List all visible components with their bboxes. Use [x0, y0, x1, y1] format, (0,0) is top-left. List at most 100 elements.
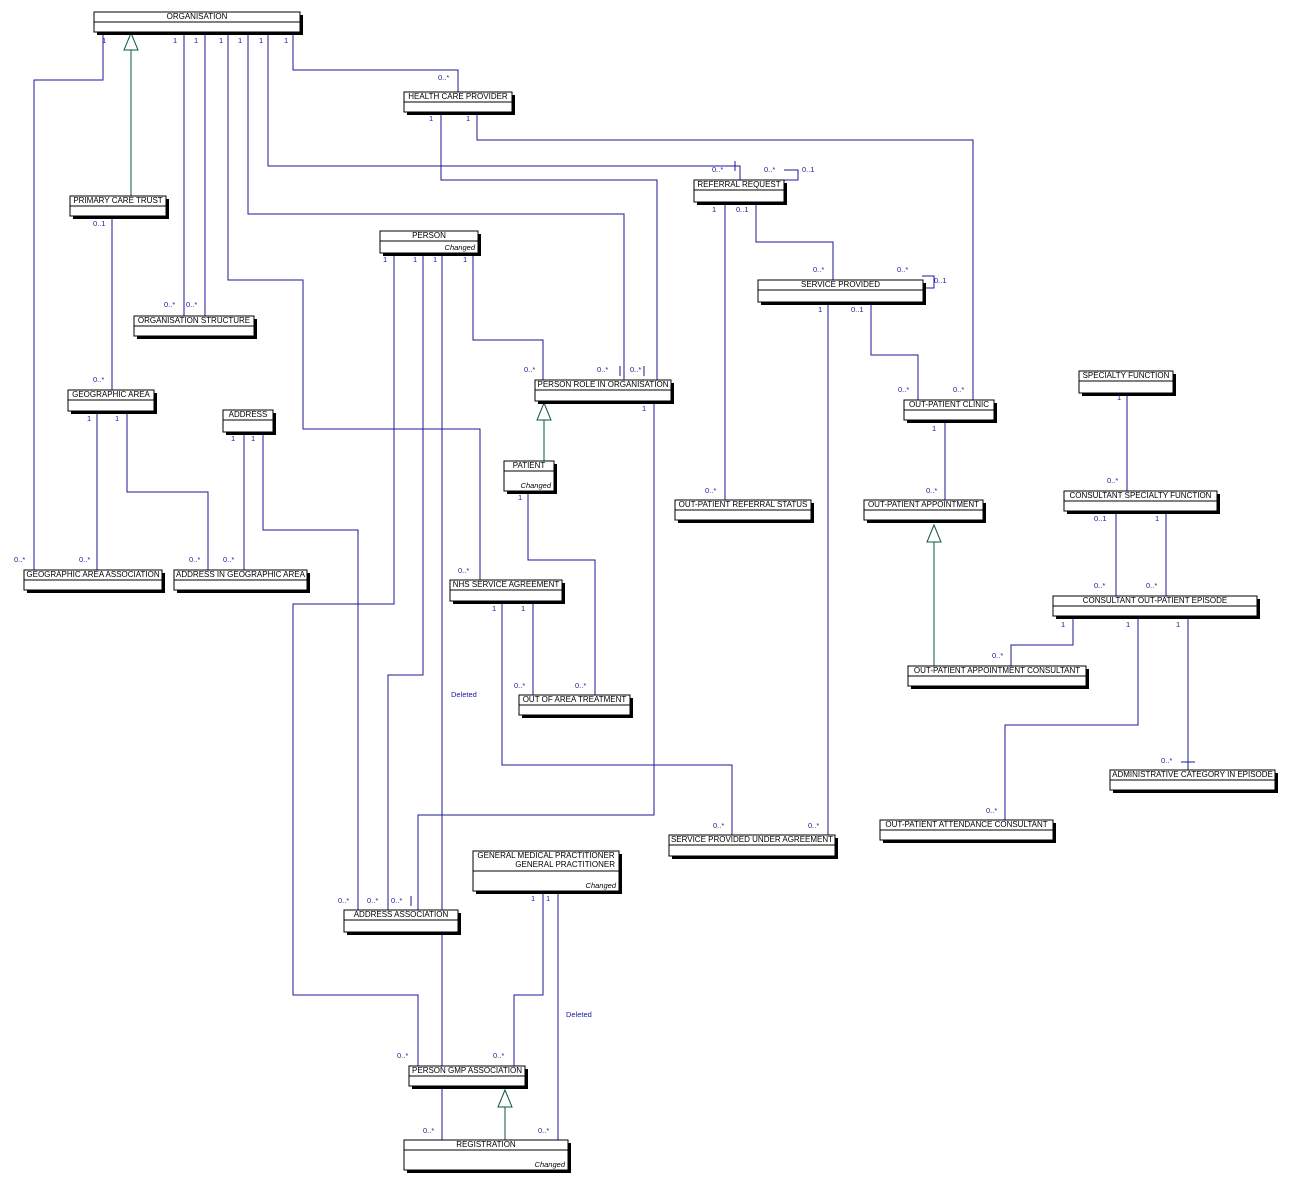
- multiplicity-label: 1: [1061, 620, 1065, 629]
- multiplicity-label: 0..*: [992, 651, 1003, 660]
- generalization-arrow: [926, 523, 942, 543]
- out-patient-attendance-consultant-box: OUT-PATIENT ATTENDANCE CONSULTANT: [879, 819, 1056, 843]
- multiplicity-label: 1: [219, 36, 223, 45]
- multiplicity-label: 1: [466, 114, 470, 123]
- deleted-note: Deleted: [566, 1010, 592, 1019]
- consultant-out-patient-episode-box: CONSULTANT OUT-PATIENT EPISODE: [1052, 595, 1260, 619]
- multiplicity-label: 0..*: [630, 365, 641, 374]
- entity-name: OUT-PATIENT ATTENDANCE CONSULTANT: [885, 820, 1047, 829]
- multiplicity-label: 1: [521, 604, 525, 613]
- multiplicity-label: 0..*: [538, 1126, 549, 1135]
- address-association-box: ADDRESS ASSOCIATION: [343, 909, 461, 935]
- entity-name: PERSON ROLE IN ORGANISATION: [538, 380, 669, 389]
- multiplicity-label: 1: [383, 255, 387, 264]
- box-frame: [379, 230, 479, 254]
- entity-name: SPECIALTY FUNCTION: [1083, 371, 1170, 380]
- deleted-note: Deleted: [451, 690, 477, 699]
- multiplicity-label: 0..*: [164, 300, 175, 309]
- relationship-line: [417, 402, 655, 910]
- multiplicity-label: 0..*: [367, 896, 378, 905]
- relationship-line: [476, 113, 974, 400]
- box-frame: [1078, 370, 1174, 394]
- geographic-area-association-box: GEOGRAPHIC AREA ASSOCIATION: [23, 569, 165, 593]
- multiplicity-label: 1: [413, 255, 417, 264]
- entity-note: Changed: [535, 1160, 566, 1169]
- multiplicity-label: 0..1: [93, 219, 106, 228]
- multiplicity-label: 0..1: [802, 165, 815, 174]
- multiplicity-label: 0..*: [597, 365, 608, 374]
- generalization-arrow: [497, 1088, 513, 1108]
- multiplicity-label: 0..*: [14, 555, 25, 564]
- multiplicity-label: 0..*: [897, 265, 908, 274]
- relationship-line: [922, 275, 935, 289]
- multiplicity-label: 0..*: [93, 375, 104, 384]
- relationship-line: [126, 412, 209, 570]
- entity-note: Changed: [586, 881, 617, 890]
- multiplicity-label: 0..*: [1107, 476, 1118, 485]
- entity-name: PERSON: [412, 231, 446, 240]
- multiplicity-label: 0..*: [514, 681, 525, 690]
- multiplicity-label: 1: [284, 36, 288, 45]
- entity-name: SERVICE PROVIDED UNDER AGREEMENT: [671, 835, 833, 844]
- entity-name: OUT OF AREA TREATMENT: [523, 695, 627, 704]
- multiplicity-label: 0..*: [953, 385, 964, 394]
- entity-name: PATIENT: [513, 461, 546, 470]
- entity-name: ORGANISATION STRUCTURE: [138, 316, 250, 325]
- generalization-arrow: [536, 401, 552, 421]
- relationship-line: [387, 253, 424, 910]
- multiplicity-label: 1: [259, 36, 263, 45]
- nhs-service-agreement-box: NHS SERVICE AGREEMENT: [449, 579, 565, 604]
- multiplicity-label: 1: [518, 493, 522, 502]
- out-patient-appointment-box: OUT-PATIENT APPOINTMENT: [863, 499, 986, 523]
- relationship-line: [292, 253, 419, 1066]
- multiplicity-label: 1: [194, 36, 198, 45]
- multiplicity-label: 0..1: [1094, 514, 1107, 523]
- multiplicity-label: 0..*: [186, 300, 197, 309]
- multiplicity-label: 0..*: [493, 1051, 504, 1060]
- relationship-line: [784, 169, 799, 181]
- generalization-arrow: [123, 31, 139, 51]
- multiplicity-label: 0..*: [223, 555, 234, 564]
- relationship-line: [472, 253, 544, 380]
- multiplicity-label: 0..*: [813, 265, 824, 274]
- entity-name: SERVICE PROVIDED: [801, 280, 880, 289]
- multiplicity-label: 1: [231, 434, 235, 443]
- address-box: ADDRESS: [222, 409, 276, 435]
- entity-name: REGISTRATION: [456, 1140, 516, 1149]
- multiplicity-label: 0..*: [705, 486, 716, 495]
- multiplicity-label: 0..1: [851, 305, 864, 314]
- multiplicity-label: 1: [531, 894, 535, 903]
- association-markers: [123, 31, 1195, 1108]
- multiplicity-label: 1: [1126, 620, 1130, 629]
- multiplicity-label: 1: [1117, 393, 1121, 402]
- out-patient-clinic-box: OUT-PATIENT CLINIC: [903, 399, 997, 423]
- address-in-geographic-area-box: ADDRESS IN GEOGRAPHIC AREA: [173, 569, 310, 593]
- entity-name: GEOGRAPHIC AREA: [72, 390, 150, 399]
- multiplicity-label: 0..*: [713, 821, 724, 830]
- entity-name: OUT-PATIENT APPOINTMENT: [868, 500, 979, 509]
- multiplicity-label: 1: [238, 36, 242, 45]
- out-of-area-treatment-box: OUT OF AREA TREATMENT: [518, 694, 633, 718]
- service-provided-box: SERVICE PROVIDED: [757, 279, 926, 305]
- entity-name: CONSULTANT SPECIALTY FUNCTION: [1070, 491, 1212, 500]
- relationship-line: [247, 33, 625, 380]
- multiplicity-label: 0..*: [189, 555, 200, 564]
- multiplicity-label: 0..*: [1094, 581, 1105, 590]
- box-frame: [222, 409, 274, 433]
- entity-name: REFERRAL REQUEST: [697, 180, 780, 189]
- multiplicity-label: 1: [429, 114, 433, 123]
- multiplicity-label: 0..*: [524, 365, 535, 374]
- multiplicity-label: 0..*: [397, 1051, 408, 1060]
- multiplicity-label: 1: [102, 36, 106, 45]
- multiplicity-label: 0..1: [934, 276, 947, 285]
- entity-name: OUT-PATIENT CLINIC: [909, 400, 989, 409]
- multiplicity-label: 0..*: [79, 555, 90, 564]
- multiplicity-label: 0..*: [438, 73, 449, 82]
- multiplicity-label: 1: [251, 434, 255, 443]
- multiplicity-label: 0..*: [391, 896, 402, 905]
- person-gmp-association-box: PERSON GMP ASSOCIATION: [408, 1065, 528, 1089]
